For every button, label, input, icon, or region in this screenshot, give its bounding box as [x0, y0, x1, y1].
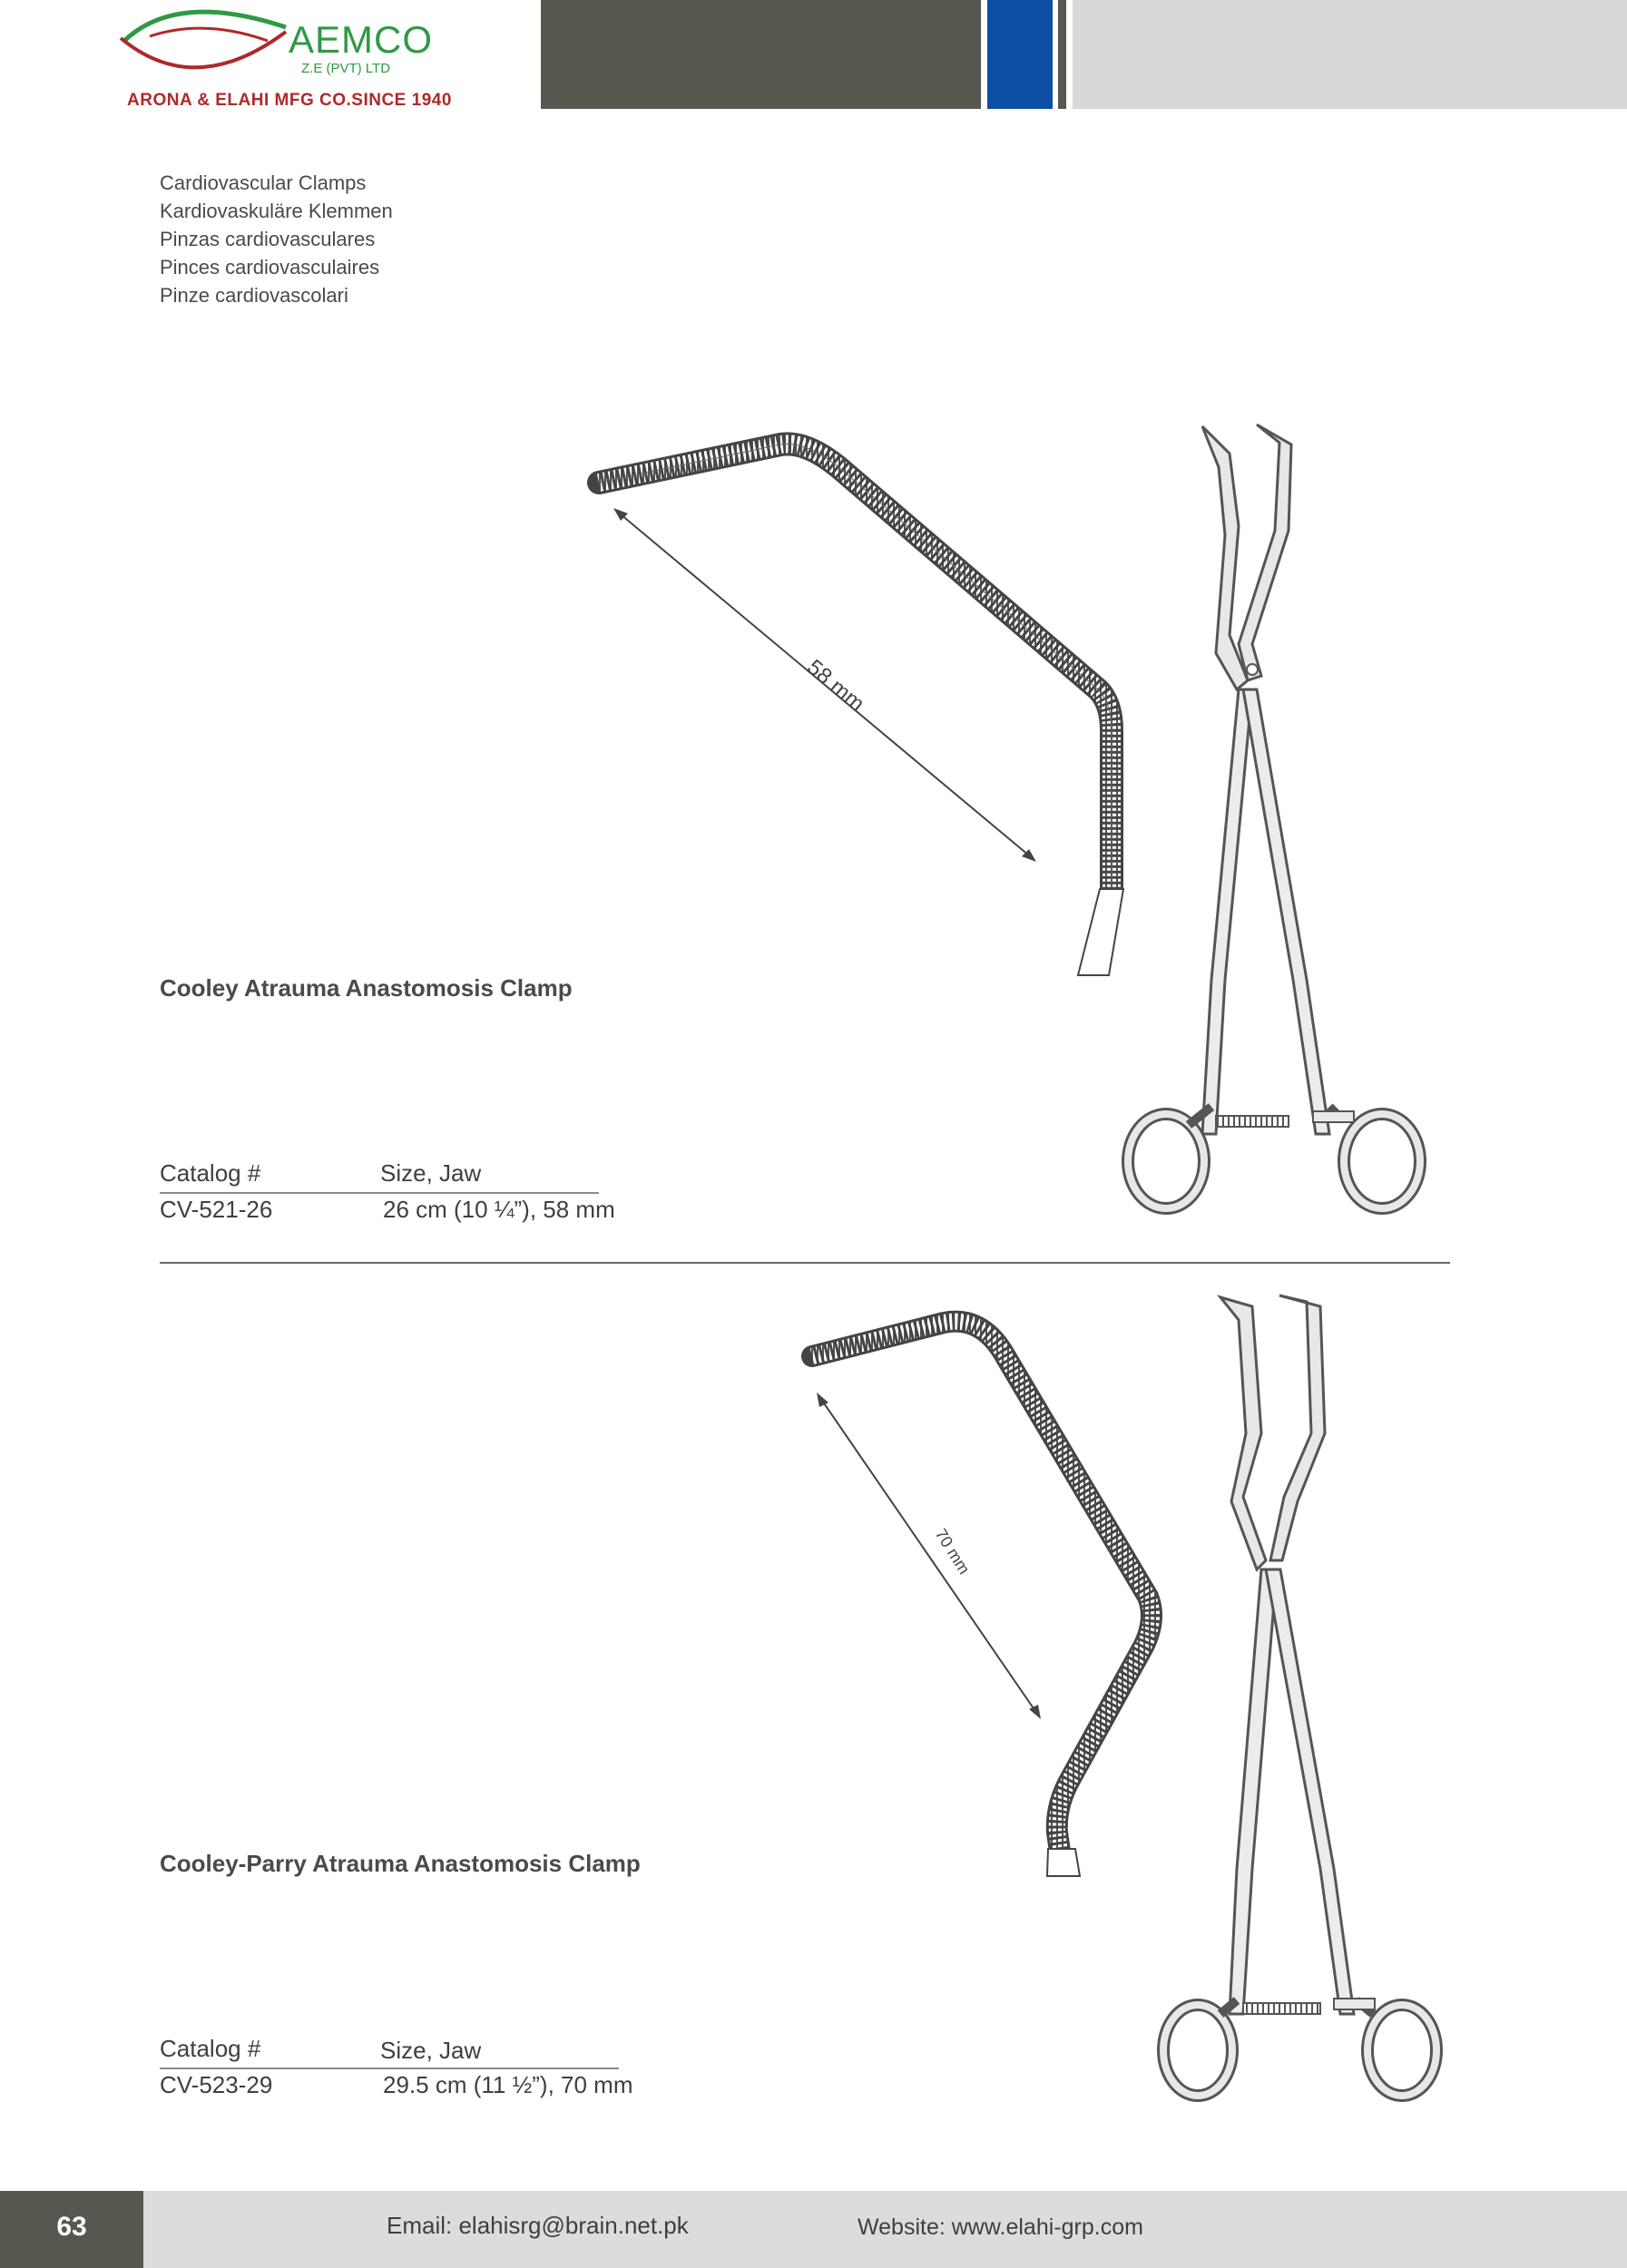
spec-catalog-2: CV-523-29: [160, 2071, 273, 2098]
product-title-1: Cooley Atrauma Anastomosis Clamp: [160, 974, 573, 1002]
page-number-block: [0, 2191, 143, 2268]
spec-header-catalog-2: Catalog #: [160, 2035, 261, 2062]
logo-swoosh: [119, 9, 288, 70]
category-it: Pinze cardiovascolari: [160, 284, 348, 307]
jaw-detail-image-2: 70 mm: [801, 1310, 1162, 1877]
footer-email[interactable]: Email: elahisrg@brain.net.pk: [387, 2212, 689, 2239]
clamp-image-2: [1157, 1294, 1443, 2102]
brand-name: AEMCO: [289, 18, 434, 61]
spec-header-size-2: Size, Jaw: [380, 2037, 482, 2064]
footer-bar: [0, 2191, 1627, 2268]
category-list: Cardiovascular Clamps Kardiovaskuläre Kl…: [160, 169, 393, 309]
brand-tagline: ARONA & ELAHI MFG CO.SINCE 1940: [127, 91, 452, 110]
header-dark-block: [541, 0, 981, 109]
header-light-block: [1073, 0, 1627, 109]
brand-subtitle: Z.E (PVT) LTD: [301, 61, 391, 76]
clamp-image-1: [1122, 423, 1426, 1215]
jaw-detail-image-1: 58 mm: [587, 432, 1125, 976]
jaw-dimension-label-1: 58 mm: [802, 655, 869, 717]
category-es: Pinzas cardiovasculares: [160, 228, 376, 250]
spec-rule-2: [160, 2068, 619, 2069]
section-divider: [160, 1262, 1450, 1264]
spec-size-1: 26 cm (10 ¼”), 58 mm: [383, 1196, 615, 1223]
header-thin-block: [1058, 0, 1066, 109]
category-de: Kardiovaskuläre Klemmen: [160, 200, 393, 222]
category-fr: Pinces cardiovasculaires: [160, 256, 380, 279]
page-number: 63: [56, 2212, 87, 2242]
product-title-2: Cooley-Parry Atrauma Anastomosis Clamp: [160, 1850, 641, 1877]
spec-rule-1: [160, 1192, 599, 1194]
spec-catalog-1: CV-521-26: [160, 1196, 273, 1223]
spec-header-catalog-1: Catalog #: [160, 1159, 261, 1187]
footer-website[interactable]: Website: www.elahi-grp.com: [858, 2214, 1143, 2240]
spec-header-size-1: Size, Jaw: [380, 1159, 482, 1187]
header-blue-block: [987, 0, 1053, 109]
category-en: Cardiovascular Clamps: [160, 171, 367, 194]
spec-size-2: 29.5 cm (11 ½”), 70 mm: [383, 2071, 633, 2098]
